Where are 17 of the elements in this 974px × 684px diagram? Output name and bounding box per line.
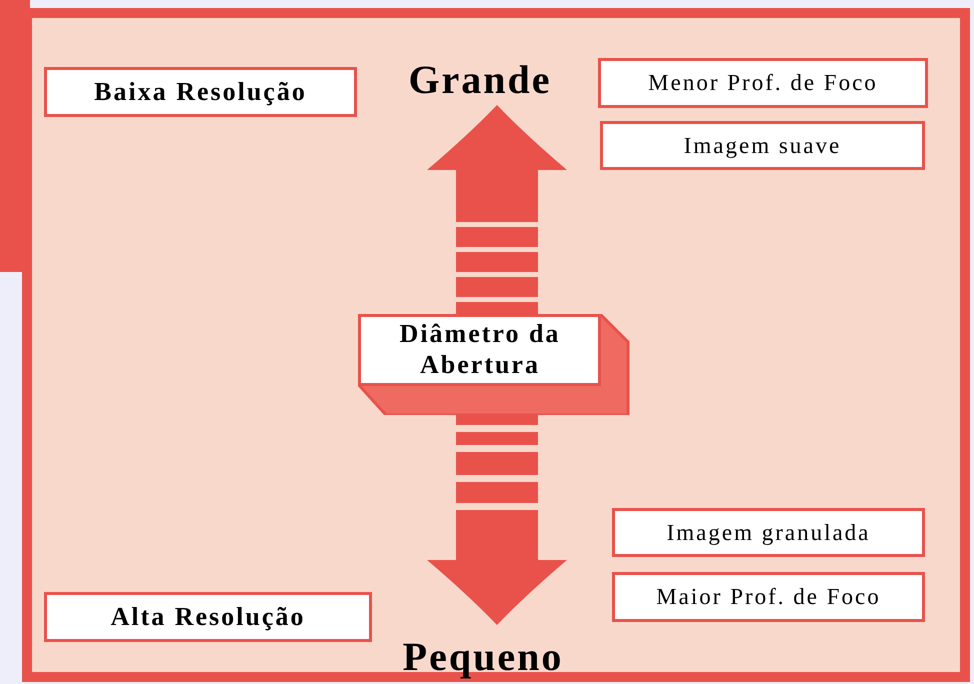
raised-label-box xyxy=(358,314,630,415)
node-label: Diâmetro da Abertura xyxy=(398,318,562,380)
arrow xyxy=(427,105,567,314)
node-label: Menor Prof. de Foco xyxy=(648,70,878,96)
label-box xyxy=(44,592,372,642)
label-box xyxy=(612,508,925,557)
node-label: Imagem granulada xyxy=(666,520,870,546)
label-box xyxy=(612,572,925,622)
label-box xyxy=(600,121,925,170)
scale-label: Grande xyxy=(408,56,552,103)
label-box xyxy=(598,58,928,108)
label-box xyxy=(44,67,357,117)
node-label: Maior Prof. de Foco xyxy=(656,584,881,610)
node-label: Alta Resolução xyxy=(110,602,306,632)
node-label: Baixa Resolução xyxy=(94,77,307,107)
node-label: Imagem suave xyxy=(684,132,842,158)
scale-label: Pequeno xyxy=(402,633,564,680)
